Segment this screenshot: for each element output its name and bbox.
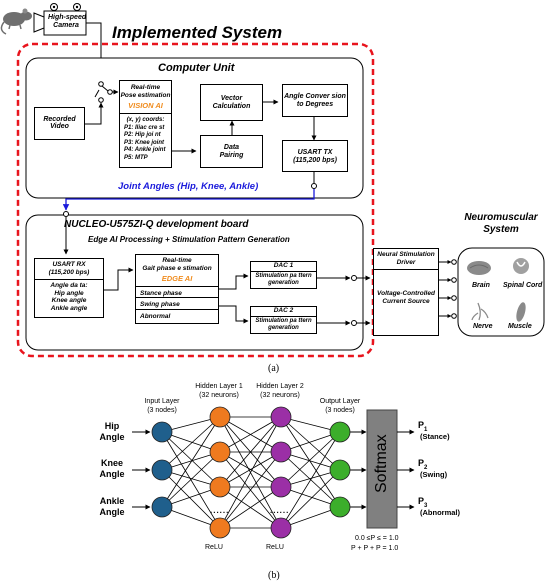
network-edge [280,416,341,471]
spinal-cord-label: Spinal Cord [503,282,543,289]
hidden-layer-2-label: Hidden Layer 2(32 neurons) [256,383,304,399]
constraint-sum: P + P + P = 1.0 [351,545,399,552]
computer-unit-title: Computer Unit [158,62,235,74]
input-node [151,496,173,518]
muscle-label: Muscle [508,323,532,330]
network-edge [219,416,282,453]
relu-label-2: ReLU [266,544,284,551]
joint-angles-label: Joint Angles (Hip, Knee, Ankle) [118,181,259,192]
output-node [329,496,351,518]
constraint-range: 0.0 ≤P ≤ = 1.0 [355,535,399,542]
network-edge [280,506,341,529]
network-edge [219,451,282,529]
output-p3: P3 [418,496,428,509]
network-edge [280,469,341,529]
hidden1-ellipsis: ...... [210,506,230,515]
network-edge [219,451,282,488]
implemented-system-boundary [16,42,375,358]
hidden2-node [270,441,292,463]
hidden-layer-1-label: Hidden Layer 1(32 neurons) [195,383,243,399]
output-node [329,459,351,481]
hidden1-node [209,406,231,428]
input-node [151,459,173,481]
hidden1-node [209,476,231,498]
hidden1-node [209,517,231,539]
input-switch [94,81,113,103]
usart-tx-box: USART TX(115,200 bps) [282,140,348,172]
caption-a: (a) [268,363,280,374]
board-subtitle: Edge AI Processing + Stimulation Pattern… [88,235,290,244]
network-edge [161,451,221,508]
hidden2-node [270,476,292,498]
brain-icon [467,261,491,275]
softmax-label: Softmax [373,434,390,493]
pose-estimation-box: Real-time Pose estimation VISION AI (x, … [119,80,172,168]
hidden2-node [270,406,292,428]
joint-angles-link [62,189,315,211]
softmax-box [366,409,398,529]
usart-rx-box: USART RX(115,200 bps) Angle da ta: Hip a… [34,258,104,318]
edge-ai-label: EDGE AI [161,274,193,283]
caption-b: (b) [268,570,280,581]
output-p2: P2 [418,458,428,471]
network-edge [280,416,341,508]
abnormal-cell: Abnormal [136,309,218,320]
spinal-cord-icon [513,258,529,274]
output-p1-label: (Stance) [420,432,450,441]
input-node [151,421,173,443]
network-nodes [151,406,351,539]
network-edge [219,416,282,488]
swing-phase-cell: Swing phase [136,297,218,309]
stance-phase-cell: Stance phase [136,286,218,297]
vision-ai-label: VISION AI [128,101,163,110]
input-layer-label: Input Layer(3 nodes) [144,398,180,414]
network-edge [280,431,341,488]
network-edge [280,431,341,529]
nerve-icon [471,302,489,321]
output-p3-label: (Abnormal) [420,508,460,517]
system-title: Implemented System [112,23,283,42]
board-title: NUCLEO-U575ZI-Q development board [64,219,249,230]
hidden2-ellipsis: ...... [270,506,290,515]
network-edge [161,416,221,471]
relu-label-1: ReLU [205,544,223,551]
output-p1: P1 [418,420,428,433]
muscle-icon [516,302,526,322]
hidden1-node [209,441,231,463]
hidden2-node [270,517,292,539]
network-edge [161,469,221,529]
network-edge [219,486,282,529]
output-p2-label: (Swing) [420,470,448,479]
rat-icon [0,8,32,35]
nerve-label: Nerve [473,323,493,330]
network-edge [161,431,221,488]
output-layer-label: Output Layer(3 nodes) [319,398,361,414]
network-edge [161,416,221,508]
brain-label: Brain [472,282,490,289]
camera-icon [33,3,87,36]
network-edge [219,416,282,529]
output-node [329,421,351,443]
